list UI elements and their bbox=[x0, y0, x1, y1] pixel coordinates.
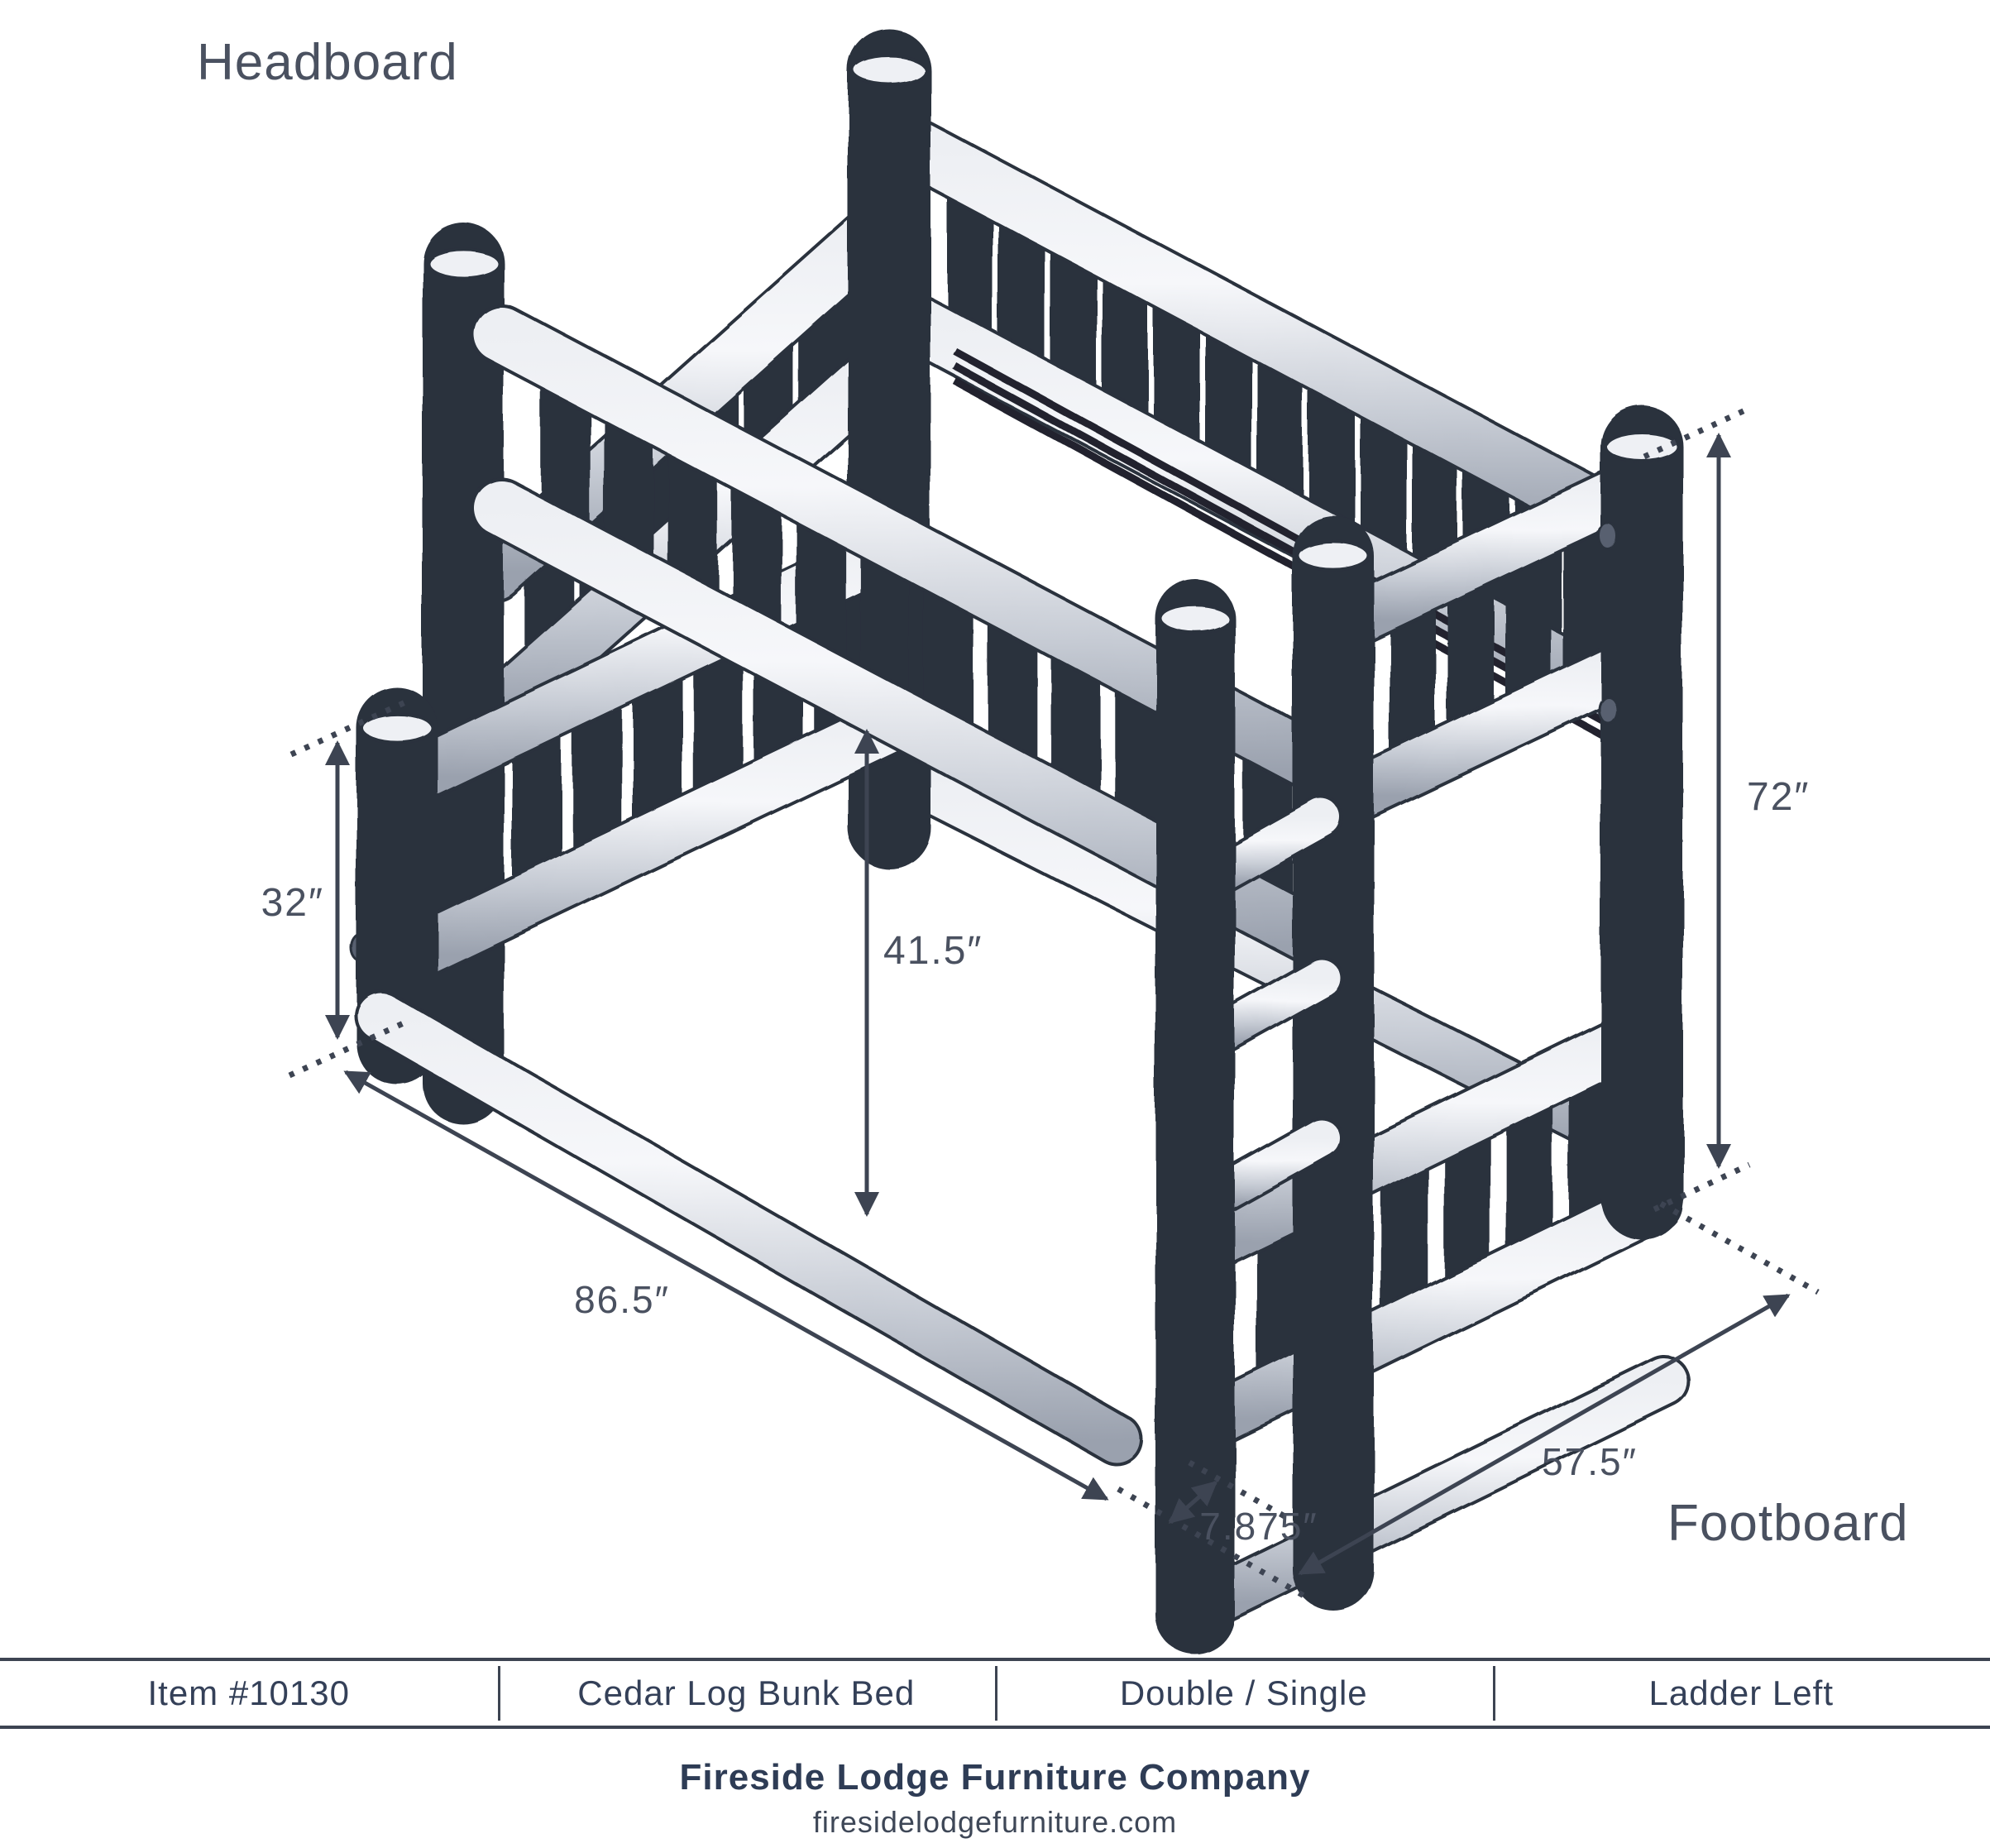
dim-32-label: 32″ bbox=[261, 881, 324, 925]
company-name: Fireside Lodge Furniture Company bbox=[679, 1757, 1311, 1798]
spec-item-number: Item #10130 bbox=[147, 1673, 350, 1712]
spec-table: Item #10130 Cedar Log Bunk Bed Double / … bbox=[0, 1658, 1990, 1729]
dim-41-5-label: 41.5″ bbox=[883, 929, 983, 973]
spec-ladder-option: Ladder Left bbox=[1492, 1661, 1990, 1726]
log-bed-drawing bbox=[350, 29, 1691, 1654]
dim-86-5-label: 86.5″ bbox=[574, 1278, 670, 1321]
company-website: firesidelodgefurniture.com bbox=[812, 1805, 1178, 1839]
footboard-label: Footboard bbox=[1667, 1495, 1909, 1552]
dim-57-5-label: 57.5″ bbox=[1542, 1440, 1638, 1483]
headboard-label: Headboard bbox=[197, 34, 458, 91]
spec-product-name: Cedar Log Bunk Bed bbox=[497, 1661, 996, 1726]
dim-72-label: 72″ bbox=[1747, 775, 1811, 819]
dimension-lines bbox=[288, 406, 1820, 1600]
dim-7-875-label: 7.875″ bbox=[1199, 1505, 1318, 1548]
spec-size: Double / Single bbox=[995, 1661, 1493, 1726]
